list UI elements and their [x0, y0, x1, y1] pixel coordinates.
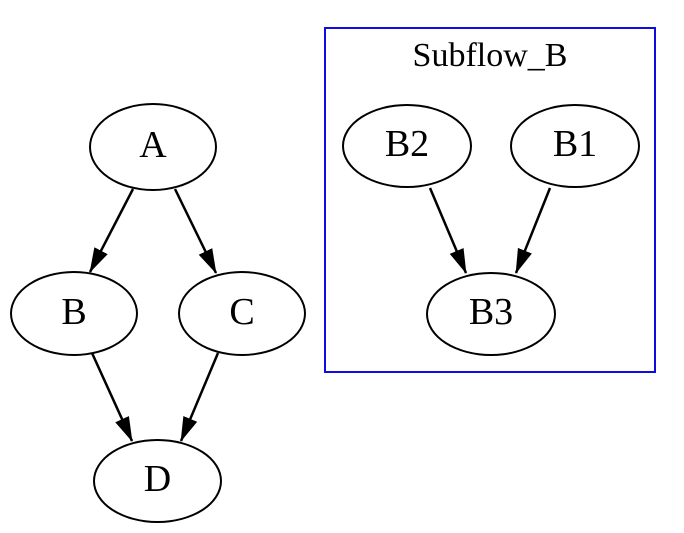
node-b-label: B: [61, 290, 87, 333]
node-b2-label: B2: [384, 123, 430, 165]
edge-a-to-c: [173, 188, 218, 274]
node-a-label: A: [139, 124, 167, 166]
edge-b-to-d: [90, 352, 134, 442]
node-b: B: [10, 271, 138, 356]
node-b3-label: B3: [468, 291, 514, 333]
node-d-label: D: [143, 458, 172, 500]
edge-c-to-d: [179, 352, 220, 442]
edge-a-to-b: [88, 188, 135, 273]
node-d: D: [93, 439, 222, 523]
cluster-subflow-b: Subflow_B B2 B1 B3: [324, 27, 656, 373]
node-b1-label: B1: [552, 123, 598, 165]
node-b1: B1: [510, 104, 640, 188]
node-a: A: [89, 103, 217, 191]
node-c: C: [178, 271, 306, 356]
node-c-label: C: [229, 290, 255, 333]
node-b2: B2: [342, 104, 472, 188]
node-b3: B3: [426, 272, 556, 356]
cluster-subflow-b-label: Subflow_B: [412, 37, 568, 74]
